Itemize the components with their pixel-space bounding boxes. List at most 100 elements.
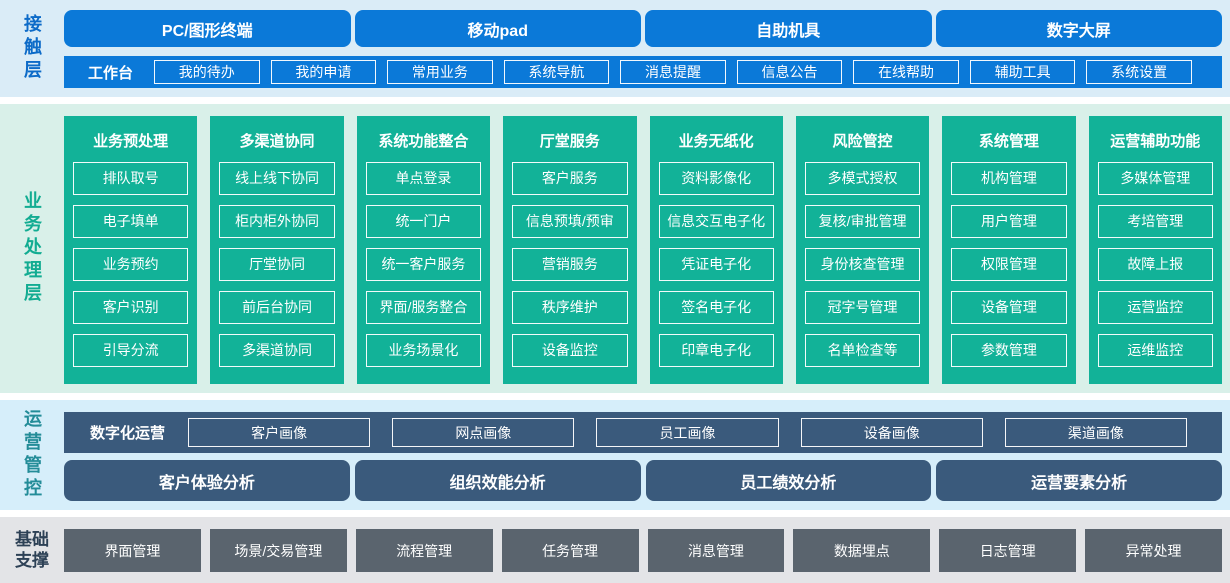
module-title: 业务预处理 bbox=[93, 133, 169, 150]
module-item[interactable]: 统一门户 bbox=[365, 205, 482, 238]
module-item[interactable]: 身份核查管理 bbox=[804, 248, 921, 281]
module-column-hall-service: 厅堂服务 客户服务 信息预填/预审 营销服务 秩序维护 设备监控 bbox=[503, 116, 637, 384]
module-title: 多渠道协同 bbox=[239, 133, 315, 150]
module-column-multichannel: 多渠道协同 线上线下协同 柜内柜外协同 厅堂协同 前后台协同 多渠道协同 bbox=[210, 116, 344, 384]
workbench-item-announcements[interactable]: 信息公告 bbox=[736, 60, 843, 84]
portrait-button-customer[interactable]: 客户画像 bbox=[188, 418, 371, 447]
base-layer-label: 基础 支撑 bbox=[15, 529, 49, 570]
module-item[interactable]: 用户管理 bbox=[951, 205, 1067, 238]
module-column-sys-integration: 系统功能整合 单点登录 统一门户 统一客户服务 界面/服务整合 业务场景化 bbox=[356, 116, 491, 384]
module-item[interactable]: 柜内柜外协同 bbox=[219, 205, 335, 238]
module-item[interactable]: 引导分流 bbox=[73, 334, 189, 367]
workbench-item-common-business[interactable]: 常用业务 bbox=[387, 60, 493, 84]
workbench-item-online-help[interactable]: 在线帮助 bbox=[853, 60, 959, 84]
workbench-item-applications[interactable]: 我的申请 bbox=[270, 60, 377, 84]
module-item[interactable]: 单点登录 bbox=[365, 162, 482, 195]
base-button-scene-transaction[interactable]: 场景/交易管理 bbox=[209, 529, 347, 572]
workbench-item-settings[interactable]: 系统设置 bbox=[1086, 60, 1192, 84]
digital-ops-label: 数字化运营 bbox=[90, 425, 166, 442]
module-item[interactable]: 参数管理 bbox=[951, 334, 1067, 367]
ops-layer: 运营管控 数字化运营 客户画像 网点画像 员工画像 设备画像 渠道画像 客户体验… bbox=[0, 400, 1230, 510]
module-column-risk-control: 风险管控 多模式授权 复核/审批管理 身份核查管理 冠字号管理 名单检查等 bbox=[795, 116, 930, 384]
base-row: 界面管理 场景/交易管理 流程管理 任务管理 消息管理 数据埋点 日志管理 异常… bbox=[64, 529, 1222, 572]
terminal-button-pad[interactable]: 移动pad bbox=[354, 10, 641, 47]
base-button-ui-management[interactable]: 界面管理 bbox=[64, 529, 201, 572]
module-item[interactable]: 冠字号管理 bbox=[804, 291, 921, 324]
module-title: 运营辅助功能 bbox=[1110, 133, 1201, 150]
business-layer-label-col: 业务处理层 bbox=[0, 104, 64, 393]
module-title: 业务无纸化 bbox=[678, 133, 754, 150]
workbench-label: 工作台 bbox=[88, 64, 134, 82]
workbench-item-reminders[interactable]: 消息提醒 bbox=[620, 60, 726, 84]
analysis-button-customer-experience[interactable]: 客户体验分析 bbox=[64, 460, 350, 501]
module-item[interactable]: 电子填单 bbox=[73, 205, 189, 238]
module-item[interactable]: 信息预填/预审 bbox=[512, 205, 628, 238]
module-item[interactable]: 设备管理 bbox=[951, 291, 1067, 324]
module-item[interactable]: 考培管理 bbox=[1097, 205, 1213, 238]
base-layer-label-col: 基础 支撑 bbox=[0, 517, 64, 583]
analysis-button-org-efficiency[interactable]: 组织效能分析 bbox=[354, 460, 641, 501]
module-item[interactable]: 权限管理 bbox=[951, 248, 1067, 281]
module-item[interactable]: 客户服务 bbox=[512, 162, 628, 195]
portrait-button-employee[interactable]: 员工画像 bbox=[596, 418, 779, 447]
module-item[interactable]: 业务场景化 bbox=[365, 334, 482, 367]
terminal-button-selfservice[interactable]: 自助机具 bbox=[645, 10, 932, 47]
module-item[interactable]: 信息交互电子化 bbox=[658, 205, 774, 238]
module-item[interactable]: 设备监控 bbox=[512, 334, 628, 367]
module-item[interactable]: 机构管理 bbox=[951, 162, 1067, 195]
business-layer: 业务处理层 业务预处理 排队取号 电子填单 业务预约 客户识别 引导分流 多渠道… bbox=[0, 104, 1230, 393]
base-button-exception-handling[interactable]: 异常处理 bbox=[1085, 529, 1222, 572]
analysis-row: 客户体验分析 组织效能分析 员工绩效分析 运营要素分析 bbox=[64, 460, 1222, 501]
module-item[interactable]: 运维监控 bbox=[1097, 334, 1213, 367]
module-item[interactable]: 名单检查等 bbox=[804, 334, 921, 367]
portrait-button-branch[interactable]: 网点画像 bbox=[392, 418, 575, 447]
workbench-item-todo[interactable]: 我的待办 bbox=[154, 60, 260, 84]
base-button-log-management[interactable]: 日志管理 bbox=[939, 529, 1077, 572]
module-title: 系统功能整合 bbox=[378, 133, 469, 150]
module-title: 风险管控 bbox=[832, 133, 893, 150]
module-item[interactable]: 多媒体管理 bbox=[1097, 162, 1213, 195]
module-item[interactable]: 前后台协同 bbox=[219, 291, 335, 324]
module-item[interactable]: 客户识别 bbox=[73, 291, 189, 324]
module-item[interactable]: 故障上报 bbox=[1097, 248, 1213, 281]
portrait-button-channel[interactable]: 渠道画像 bbox=[1004, 418, 1188, 447]
portrait-button-device[interactable]: 设备画像 bbox=[800, 418, 983, 447]
terminal-button-pc[interactable]: PC/图形终端 bbox=[64, 10, 351, 47]
module-column-ops-aux: 运营辅助功能 多媒体管理 考培管理 故障上报 运营监控 运维监控 bbox=[1088, 116, 1222, 384]
contact-layer-label: 接触层 bbox=[22, 14, 42, 83]
ops-layer-label-col: 运营管控 bbox=[0, 400, 64, 510]
module-item[interactable]: 界面/服务整合 bbox=[365, 291, 482, 324]
module-item[interactable]: 统一客户服务 bbox=[365, 248, 482, 281]
base-button-process-management[interactable]: 流程管理 bbox=[355, 529, 493, 572]
base-button-data-tracking[interactable]: 数据埋点 bbox=[793, 529, 931, 572]
module-item[interactable]: 印章电子化 bbox=[658, 334, 774, 367]
module-item[interactable]: 排队取号 bbox=[73, 162, 189, 195]
module-item[interactable]: 凭证电子化 bbox=[658, 248, 774, 281]
base-layer: 基础 支撑 界面管理 场景/交易管理 流程管理 任务管理 消息管理 数据埋点 日… bbox=[0, 517, 1230, 583]
module-item[interactable]: 厅堂协同 bbox=[219, 248, 335, 281]
module-item[interactable]: 运营监控 bbox=[1097, 291, 1213, 324]
module-item[interactable]: 秩序维护 bbox=[512, 291, 628, 324]
module-column-paperless: 业务无纸化 资料影像化 信息交互电子化 凭证电子化 签名电子化 印章电子化 bbox=[649, 116, 783, 384]
workbench-bar: 工作台 我的待办 我的申请 常用业务 系统导航 消息提醒 信息公告 在线帮助 辅… bbox=[64, 56, 1222, 88]
module-item[interactable]: 多渠道协同 bbox=[219, 334, 335, 367]
terminal-button-bigscreen[interactable]: 数字大屏 bbox=[935, 10, 1222, 47]
base-button-task-management[interactable]: 任务管理 bbox=[501, 529, 639, 572]
workbench-item-aux-tools[interactable]: 辅助工具 bbox=[969, 60, 1076, 84]
analysis-button-ops-elements[interactable]: 运营要素分析 bbox=[936, 460, 1222, 501]
module-item[interactable]: 多模式授权 bbox=[804, 162, 921, 195]
business-layer-label: 业务处理层 bbox=[22, 191, 42, 306]
base-button-message-management[interactable]: 消息管理 bbox=[647, 529, 785, 572]
module-item[interactable]: 线上线下协同 bbox=[219, 162, 335, 195]
module-item[interactable]: 业务预约 bbox=[73, 248, 189, 281]
module-item[interactable]: 签名电子化 bbox=[658, 291, 774, 324]
analysis-button-employee-performance[interactable]: 员工绩效分析 bbox=[645, 460, 932, 501]
terminal-row: PC/图形终端 移动pad 自助机具 数字大屏 bbox=[64, 10, 1222, 47]
module-item[interactable]: 复核/审批管理 bbox=[804, 205, 921, 238]
contact-layer-label-col: 接触层 bbox=[0, 0, 64, 97]
module-column-sys-management: 系统管理 机构管理 用户管理 权限管理 设备管理 参数管理 bbox=[942, 116, 1076, 384]
module-item[interactable]: 资料影像化 bbox=[658, 162, 774, 195]
workbench-item-navigation[interactable]: 系统导航 bbox=[503, 60, 610, 84]
module-item[interactable]: 营销服务 bbox=[512, 248, 628, 281]
digital-ops-bar: 数字化运营 客户画像 网点画像 员工画像 设备画像 渠道画像 bbox=[64, 412, 1222, 453]
